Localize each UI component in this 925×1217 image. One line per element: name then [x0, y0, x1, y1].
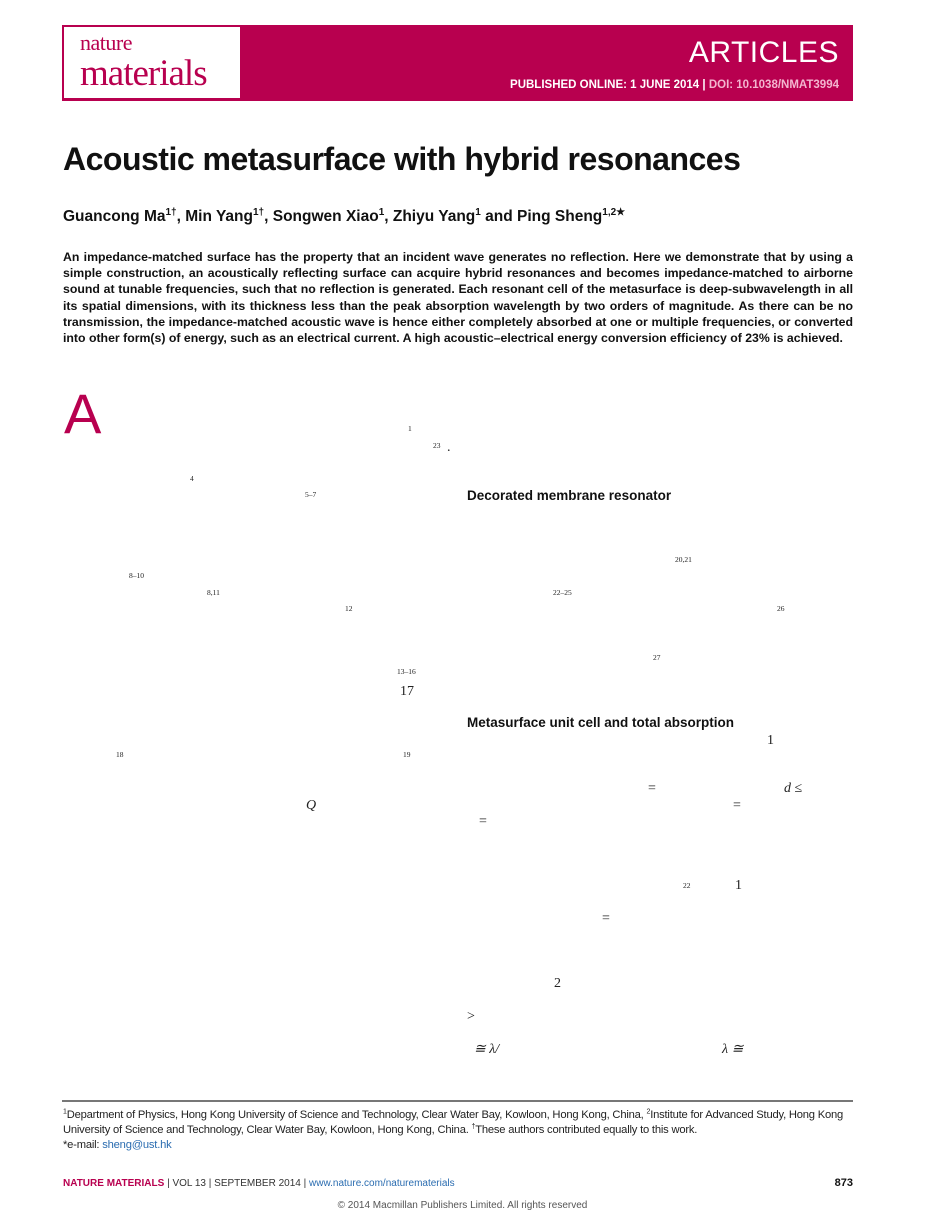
dagger-mark: † — [471, 1123, 476, 1131]
email-link[interactable]: sheng@ust.hk — [102, 1139, 172, 1151]
footer-volume: | VOL 13 | SEPTEMBER 2014 | — [164, 1178, 310, 1189]
math-symbol: > — [467, 1009, 475, 1024]
math-symbol: ≅ λ/ — [474, 1042, 500, 1057]
reference-marker: 8,11 — [207, 588, 220, 597]
figure-ref: 2 — [554, 976, 561, 991]
reference-marker: 22 — [683, 881, 691, 890]
reference-marker: 18 — [116, 750, 124, 759]
reference-marker: 22–25 — [553, 588, 572, 597]
aff-sup: 1 — [63, 1108, 67, 1116]
sep: , — [264, 208, 273, 225]
author-sup: 1,2★ — [602, 206, 626, 218]
sep: , — [384, 208, 393, 225]
section-heading: Metasurface unit cell and total absorpti… — [467, 715, 735, 730]
footer-journal: NATURE MATERIALS — [63, 1178, 165, 1189]
math-symbol: λ ≅ — [722, 1042, 744, 1057]
author: Ping Sheng — [517, 208, 603, 225]
publication-info: PUBLISHED ONLINE: 1 JUNE 2014 | DOI: 10.… — [510, 78, 839, 92]
math-symbol: = — [648, 781, 656, 796]
reference-marker: 19 — [403, 750, 411, 759]
reference-marker: 20,21 — [675, 555, 692, 564]
journal-url-link[interactable]: www.nature.com/naturematerials — [309, 1178, 455, 1189]
author-sup: 1† — [253, 206, 265, 218]
math-symbol: = — [479, 814, 487, 829]
reference-marker: 23 — [433, 441, 441, 450]
affiliations: 1Department of Physics, Hong Kong Univer… — [63, 1108, 853, 1153]
math-symbol: = — [602, 911, 610, 926]
text-fragment: . — [447, 440, 451, 455]
reference-marker: 13–16 — [397, 667, 416, 676]
doi-link[interactable]: DOI: 10.1038/NMAT3994 — [708, 79, 839, 91]
math-symbol: = — [733, 798, 741, 813]
copyright: © 2014 Macmillan Publishers Limited. All… — [337, 1200, 588, 1211]
footnote-divider — [62, 1100, 853, 1102]
reference-marker: 26 — [777, 604, 785, 613]
abstract: An impedance-matched surface has the pro… — [63, 250, 853, 346]
reference-marker: 4 — [190, 474, 194, 483]
figure-ref: 1 — [767, 733, 774, 748]
section-label: ARTICLES — [688, 36, 839, 69]
page-footer: NATURE MATERIALS | VOL 13 | SEPTEMBER 20… — [63, 1178, 455, 1190]
reference-marker: 27 — [653, 653, 661, 662]
author: Zhiyu Yang — [392, 208, 476, 225]
sep: and — [480, 208, 518, 225]
figure-ref: 1 — [735, 878, 742, 893]
reference-marker: 5–7 — [305, 490, 317, 499]
author-sup: 1 — [378, 206, 385, 218]
affiliation-2: Institute for Advanced Study, Hong Kong … — [63, 1109, 844, 1136]
page-number: 873 — [834, 1177, 853, 1189]
author: Guancong Ma — [63, 208, 166, 225]
math-symbol: d ≤ — [784, 781, 803, 796]
author-sup: 1† — [165, 206, 177, 218]
article-title: Acoustic metasurface with hybrid resonan… — [63, 141, 741, 177]
separator: | — [699, 79, 709, 91]
reference-marker: 8–10 — [129, 571, 144, 580]
reference-marker: 12 — [345, 604, 353, 613]
sep: , — [176, 208, 186, 225]
math-symbol: Q — [306, 798, 317, 813]
published-date: PUBLISHED ONLINE: 1 JUNE 2014 — [510, 79, 700, 91]
drop-cap: A — [64, 382, 102, 445]
author: Songwen Xiao — [272, 208, 379, 225]
section-heading: Decorated membrane resonator — [467, 488, 672, 503]
aff-sup: 2 — [646, 1108, 651, 1116]
logo-line-2: materials — [80, 53, 208, 94]
journal-logo: nature materials — [64, 27, 240, 98]
author-list: Guancong Ma1†, Min Yang1†, Songwen Xiao1… — [63, 207, 625, 227]
affiliation-1: Department of Physics, Hong Kong Univers… — [66, 1109, 647, 1121]
author-sup: 1 — [475, 206, 481, 218]
email-label: *e-mail: — [63, 1139, 103, 1151]
reference-marker: 1 — [408, 424, 412, 433]
author: Min Yang — [185, 208, 253, 225]
text-fragment: 17 — [400, 684, 414, 699]
logo-line-1: nature — [80, 30, 132, 55]
equal-contribution-note: These authors contributed equally to thi… — [475, 1124, 698, 1136]
